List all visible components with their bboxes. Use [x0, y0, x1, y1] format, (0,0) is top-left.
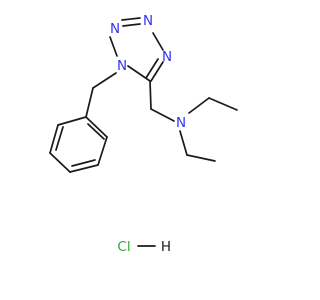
atom-hcl-h: H	[161, 239, 171, 255]
bond-n4-c5	[150, 61, 164, 82]
bond-ring-1-inner	[87, 123, 105, 140]
atom-labels: N N N N N	[110, 13, 186, 131]
bond-n2-n3	[122, 23, 141, 27]
bond-ch2-ring	[85, 87, 94, 118]
molecule-canvas: N N N N N Cl H	[49, 13, 238, 255]
atom-amine-n: N	[176, 115, 186, 131]
bond-ethyl1-ch3	[208, 97, 238, 111]
atom-hcl-cl: Cl	[117, 239, 130, 255]
bond-c5-ch2	[149, 80, 152, 110]
atom-n4: N	[162, 49, 172, 65]
bond-ch2-n	[150, 108, 175, 122]
atom-n2: N	[110, 21, 120, 37]
bond-ring-3-inner	[71, 159, 96, 167]
atom-n1: N	[117, 58, 127, 74]
bond-n1-ch2	[92, 72, 117, 89]
bond-n-ethyl1-ch2	[188, 97, 210, 114]
bond-n4-c5-double	[145, 58, 159, 79]
hydrochloride: Cl H	[117, 239, 171, 255]
atom-n3: N	[143, 13, 153, 29]
bond-ethyl2-ch3	[186, 154, 216, 162]
bond-ring-6	[57, 116, 87, 126]
tetrazole-ring	[109, 17, 164, 82]
bond-ring-1	[85, 116, 108, 138]
bond-ring-2	[97, 136, 108, 166]
bond-ring-4	[49, 152, 71, 173]
diethylaminomethyl-group	[149, 80, 238, 162]
bond-n3-n4	[152, 32, 164, 51]
structure-diagram: N N N N N Cl H	[49, 13, 238, 255]
bond-c5-n1	[127, 65, 151, 82]
bond-n1-n2	[109, 36, 118, 57]
bond-ring-3	[69, 164, 99, 173]
benzyl-group	[49, 72, 117, 173]
bond-n-ethyl2-ch2	[179, 130, 188, 156]
bond-ring-5	[49, 124, 59, 154]
bond-ring-5-inner	[55, 126, 64, 151]
bond-n2-n3-double	[121, 17, 141, 21]
